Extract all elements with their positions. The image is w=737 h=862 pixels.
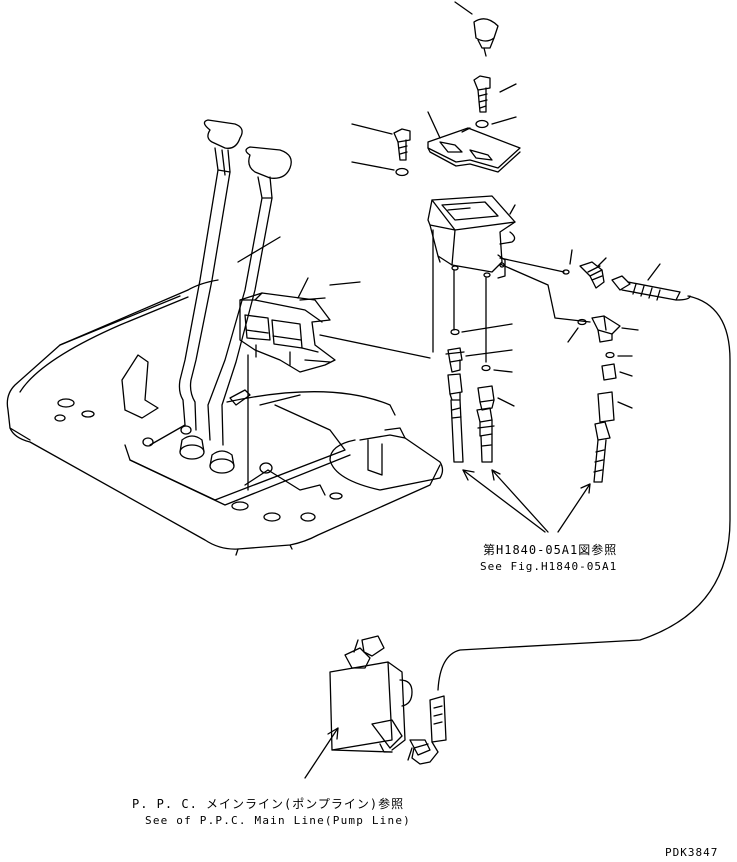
pump-line-hose bbox=[437, 295, 731, 691]
leader-plate bbox=[427, 111, 441, 139]
reference-arrows bbox=[462, 469, 591, 533]
o-ring-1 bbox=[450, 328, 460, 336]
side-bolt bbox=[393, 128, 411, 161]
hose-left bbox=[447, 373, 464, 463]
leader-lever bbox=[237, 236, 281, 263]
guide-line-valve-right bbox=[499, 257, 565, 273]
top-cap bbox=[473, 18, 499, 57]
o-ring-2 bbox=[481, 364, 491, 372]
leader-oring-4 bbox=[567, 327, 579, 343]
leader-oring-1 bbox=[461, 323, 513, 333]
lever-console-base bbox=[121, 354, 444, 506]
leader-side-bolt bbox=[351, 123, 393, 135]
adapter-right bbox=[601, 363, 617, 381]
hose-right bbox=[593, 391, 615, 483]
reference-figure-label-jp: 第H1840-05A1図参照 bbox=[483, 543, 618, 557]
leader-hose-upper-right bbox=[647, 263, 661, 281]
leader-bracket bbox=[297, 277, 309, 299]
reference-figure-label-en: See Fig.H1840-05A1 bbox=[480, 560, 618, 573]
straight-adapter bbox=[579, 261, 605, 289]
leader-adapter-right bbox=[619, 371, 633, 377]
leader-straight-adapter bbox=[597, 257, 607, 267]
leader-hose-right bbox=[617, 401, 633, 409]
cab-floor-plate bbox=[6, 279, 441, 556]
leader-valve bbox=[509, 204, 516, 215]
control-levers bbox=[178, 119, 292, 474]
elbow-fitting-1 bbox=[445, 347, 465, 373]
ppc-arrow bbox=[304, 727, 339, 779]
ppc-main-line-label-jp: P. P. C. メインライン(ポンプライン)参照 bbox=[132, 797, 405, 811]
ppc-elbow-hose bbox=[407, 695, 447, 765]
o-ring-5 bbox=[605, 351, 615, 359]
ppc-arrow-head bbox=[327, 727, 339, 740]
ppc-valve bbox=[329, 635, 431, 756]
ppc-main-line-label-en: See of P.P.C. Main Line(Pump Line) bbox=[145, 814, 411, 827]
elbow-fitting-right bbox=[591, 315, 621, 343]
o-ring-3 bbox=[562, 269, 570, 275]
top-washer bbox=[475, 119, 489, 129]
top-bolt bbox=[473, 75, 491, 113]
guide-line-valve-lower bbox=[499, 263, 591, 323]
leader-cap bbox=[454, 1, 473, 15]
switch-bracket bbox=[239, 292, 336, 373]
side-washer bbox=[395, 167, 409, 177]
leader-side-washer bbox=[351, 161, 395, 171]
leader-fitting-2 bbox=[497, 397, 515, 407]
adapter-fitting-2 bbox=[477, 385, 495, 411]
leader-oring-2 bbox=[493, 369, 513, 373]
leader-elbow-right bbox=[621, 327, 639, 331]
drawing-code: PDK3847 bbox=[665, 846, 719, 859]
leader-washer bbox=[491, 116, 517, 125]
hose-middle bbox=[476, 407, 495, 463]
guide-line-bracket bbox=[319, 334, 431, 359]
o-ring-4 bbox=[577, 318, 587, 326]
hose-upper-right bbox=[611, 275, 691, 301]
leader-bolt bbox=[499, 83, 517, 93]
leader-oring-3 bbox=[569, 249, 573, 265]
cover-plate bbox=[427, 127, 521, 173]
leader-fitting-1 bbox=[465, 349, 513, 357]
valve-block bbox=[427, 195, 516, 279]
